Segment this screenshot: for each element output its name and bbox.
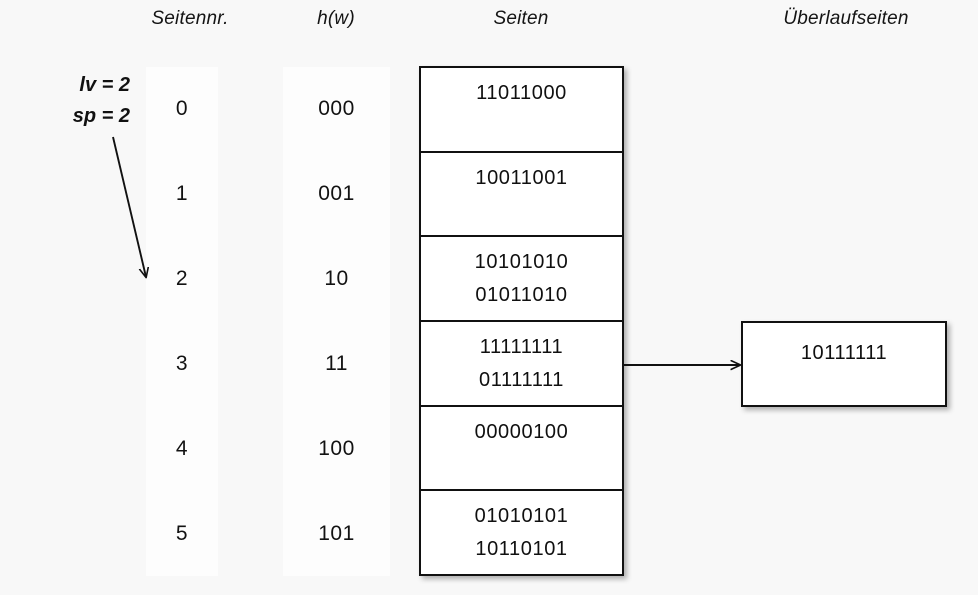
overflow-page-entry: 10111111 — [800, 342, 888, 364]
column-header-seiten: Seiten — [493, 8, 549, 29]
page-entry: 01010101 — [474, 505, 569, 528]
hash-value-cell: 001 — [318, 182, 355, 206]
column-header-hw: h(w) — [317, 8, 355, 29]
param-lv: lv = 2 — [79, 74, 130, 96]
pages-table: 11011000 10011001 10101010 01011010 1111… — [419, 66, 624, 576]
page-row: 00000100 — [421, 407, 622, 492]
page-row: 11011000 — [421, 68, 622, 153]
page-row: 10101010 01011010 — [421, 237, 622, 323]
page-entry: 10101010 — [474, 251, 569, 274]
hash-value-cell: 100 — [318, 436, 355, 460]
param-sp: sp = 2 — [72, 105, 130, 127]
hash-value-cell: 11 — [325, 351, 348, 375]
hash-value-column: 000 001 10 11 100 101 — [283, 67, 390, 576]
page-number-cell: 0 — [175, 97, 189, 121]
page-number-cell: 3 — [175, 351, 189, 375]
page-number-cell: 2 — [175, 267, 189, 291]
split-pointer-arrow — [112, 136, 146, 277]
page-entry: 11011000 — [476, 82, 567, 104]
column-header-ueberlaufseiten: Überlaufseiten — [783, 8, 909, 29]
page-entry: 00000100 — [474, 420, 569, 443]
page-entry: 11111111 — [479, 336, 564, 359]
overflow-page-box: 10111111 — [741, 321, 947, 407]
page-entry: 10011001 — [475, 166, 568, 189]
page-number-cell: 4 — [175, 436, 189, 460]
page-row: 11111111 01111111 — [421, 322, 622, 407]
column-header-seitennr: Seitennr. — [151, 8, 229, 29]
page-entry: 10110101 — [475, 538, 568, 561]
page-entry: 01011010 — [475, 284, 568, 307]
page-number-column: 0 1 2 3 4 5 — [146, 67, 218, 576]
page-number-cell: 5 — [175, 521, 189, 545]
page-number-cell: 1 — [175, 182, 189, 206]
hash-value-cell: 101 — [318, 521, 355, 545]
hash-value-cell: 10 — [324, 267, 349, 291]
page-row: 01010101 10110101 — [421, 491, 622, 574]
page-entry: 01111111 — [479, 369, 564, 392]
parameter-block: lv = 2 sp = 2 — [18, 70, 130, 132]
page-row: 10011001 — [421, 153, 622, 238]
hash-value-cell: 000 — [318, 97, 355, 121]
